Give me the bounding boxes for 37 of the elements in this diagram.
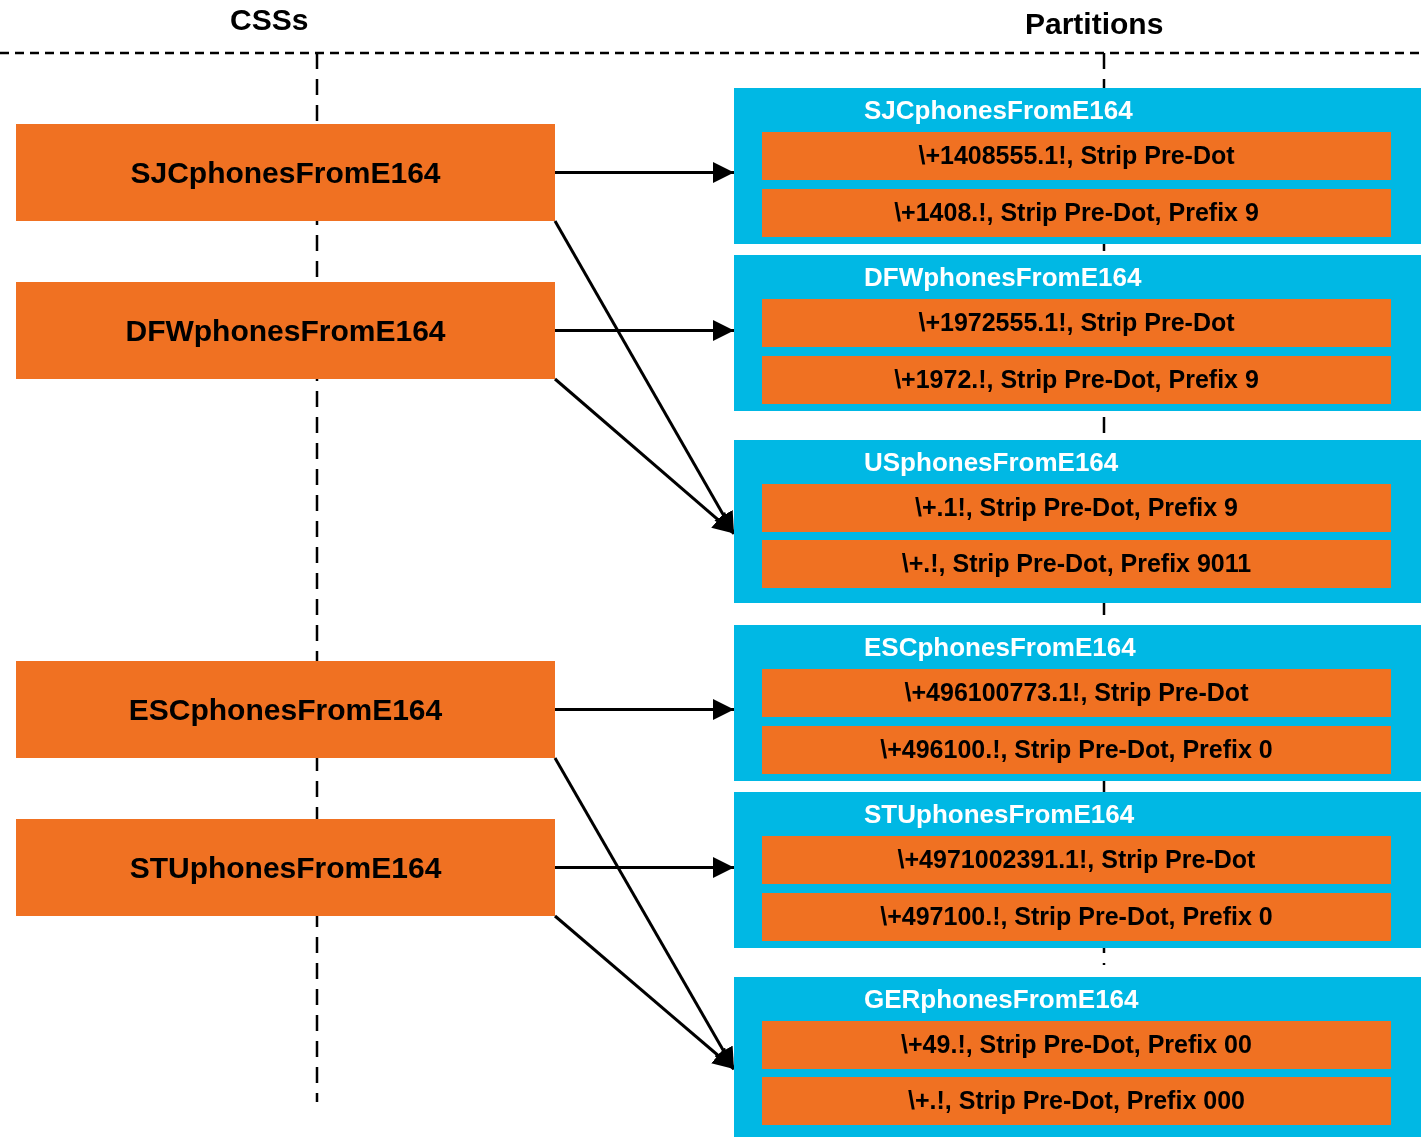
route-pattern-box: \+49.!, Strip Pre-Dot, Prefix 00 [762, 1021, 1391, 1069]
css-box: SJCphonesFromE164 [16, 124, 555, 221]
route-pattern-box: \+496100773.1!, Strip Pre-Dot [762, 669, 1391, 717]
route-pattern-box: \+497100.!, Strip Pre-Dot, Prefix 0 [762, 893, 1391, 941]
partition-panel [734, 440, 1421, 603]
route-pattern-box: \+1972.!, Strip Pre-Dot, Prefix 9 [762, 356, 1391, 404]
partition-title: GERphonesFromE164 [864, 983, 1139, 1015]
partition-title: DFWphonesFromE164 [864, 261, 1142, 293]
partition-panel [734, 625, 1421, 781]
arrow [555, 699, 734, 720]
arrow [554, 377, 735, 535]
partition-panel [734, 792, 1421, 948]
css-box: STUphonesFromE164 [16, 819, 555, 916]
partition-panel [734, 977, 1421, 1137]
route-pattern-box: \+1972555.1!, Strip Pre-Dot [762, 299, 1391, 347]
partition-title: USphonesFromE164 [864, 446, 1119, 478]
css-box: ESCphonesFromE164 [16, 661, 555, 758]
route-pattern-box: \+1408555.1!, Strip Pre-Dot [762, 132, 1391, 180]
route-pattern-box: \+.!, Strip Pre-Dot, Prefix 000 [762, 1077, 1391, 1125]
route-pattern-box: \+.1!, Strip Pre-Dot, Prefix 9 [762, 484, 1391, 532]
route-pattern-box: \+4971002391.1!, Strip Pre-Dot [762, 836, 1391, 884]
route-pattern-box: \+1408.!, Strip Pre-Dot, Prefix 9 [762, 189, 1391, 237]
partition-title: STUphonesFromE164 [864, 798, 1135, 830]
arrow [554, 914, 735, 1071]
route-pattern-box: \+.!, Strip Pre-Dot, Prefix 9011 [762, 540, 1391, 588]
arrow [555, 320, 734, 341]
arrow [555, 857, 734, 878]
arrow [553, 757, 736, 1070]
partition-title: SJCphonesFromE164 [864, 94, 1133, 126]
column-heading: Partitions [1025, 6, 1164, 42]
arrow [555, 162, 734, 183]
css-box: DFWphonesFromE164 [16, 282, 555, 379]
partition-panel [734, 88, 1421, 244]
route-pattern-box: \+496100.!, Strip Pre-Dot, Prefix 0 [762, 726, 1391, 774]
partition-title: ESCphonesFromE164 [864, 631, 1136, 663]
partition-panel [734, 255, 1421, 411]
column-heading: CSSs [230, 2, 309, 38]
